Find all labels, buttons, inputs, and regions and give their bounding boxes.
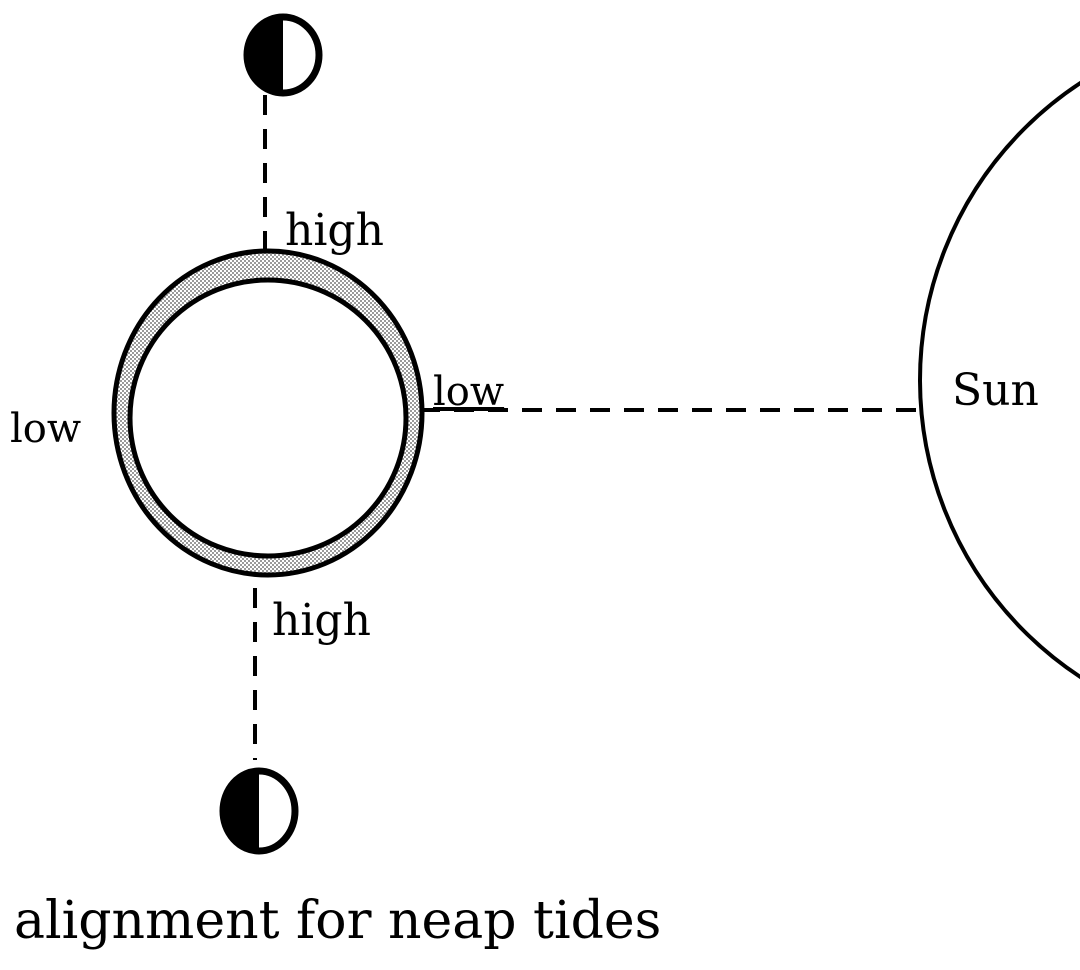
quarter-moon-icon bbox=[219, 767, 299, 855]
high-tide-top-label: high bbox=[285, 205, 384, 256]
low-tide-right-label: low bbox=[433, 369, 504, 415]
earth-disc bbox=[127, 277, 409, 559]
sun-disc bbox=[918, 81, 1080, 679]
sun-label: Sun bbox=[952, 365, 1039, 416]
low-tide-left-label: low bbox=[10, 406, 81, 452]
diagram-caption: alignment for neap tides bbox=[14, 891, 661, 951]
high-tide-bottom-label: high bbox=[272, 595, 371, 646]
quarter-moon-icon bbox=[243, 13, 323, 97]
